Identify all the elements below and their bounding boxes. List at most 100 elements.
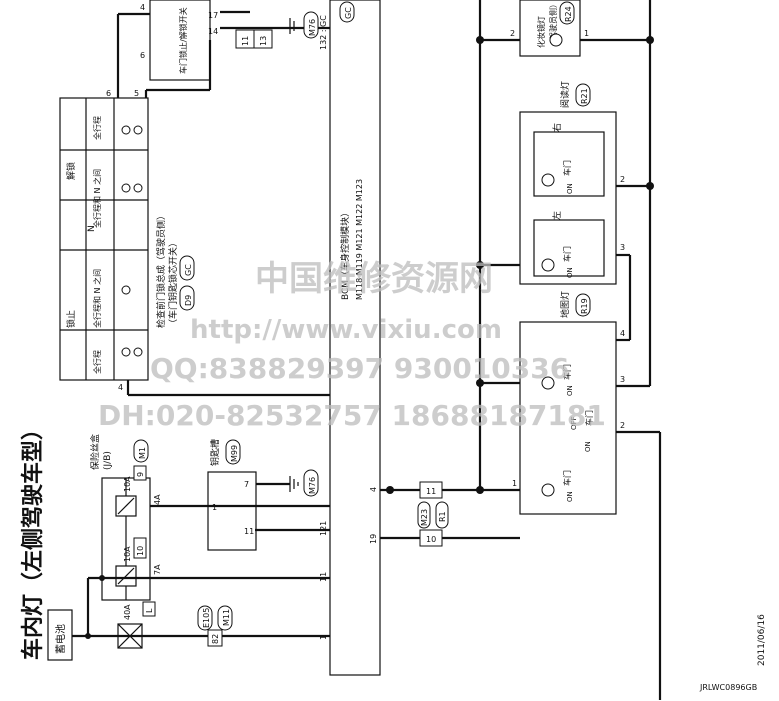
map-on-3: ON bbox=[566, 491, 574, 502]
map-door-2: 车门 bbox=[584, 410, 594, 426]
switch-row-1: 全行程 bbox=[92, 116, 102, 140]
key-slot-label: 钥匙槽 bbox=[209, 439, 221, 466]
fuse-40a-amp: 40A bbox=[123, 604, 132, 620]
bcm-pin-19: 19 bbox=[369, 534, 378, 544]
switch-pin-4: 4 bbox=[118, 383, 123, 392]
reading-right-door: 车门 bbox=[562, 160, 572, 176]
fusible-pin-82: 82 bbox=[211, 634, 220, 644]
door-switch-sub: （车门钥匙锁芯开关） bbox=[167, 238, 179, 328]
fuse-9-amp: 10A bbox=[123, 476, 132, 492]
switch-header-lock: 锁止 bbox=[65, 310, 77, 328]
map-pin-3: 3 bbox=[620, 375, 625, 384]
reading-pin-3: 3 bbox=[620, 243, 625, 252]
bcm-conns: M118 M119 M121 M122 M123 bbox=[355, 179, 364, 300]
key-slot-ground: M76 bbox=[308, 477, 317, 494]
map-pin-4: 4 bbox=[620, 329, 625, 338]
key-slot-pin-7: 7 bbox=[244, 480, 249, 489]
switch-row-3: 全行程和 N 之间 bbox=[92, 269, 102, 328]
door-switch-box bbox=[59, 97, 149, 381]
reading-conn: R21 bbox=[580, 88, 589, 104]
bcm-pin-132: 132 : GC bbox=[319, 15, 328, 50]
fuse-9-num: 9 bbox=[136, 472, 145, 477]
e105-label: E105 bbox=[202, 608, 211, 628]
reading-left-door: 车门 bbox=[562, 246, 572, 262]
diagram-title: 车内灯（左侧驾驶车型） bbox=[20, 418, 46, 660]
map-conn: R19 bbox=[580, 298, 589, 314]
fuse-10-pin: 7A bbox=[153, 564, 162, 575]
du-pin-17: 17 bbox=[208, 11, 218, 20]
vanity-lamp bbox=[519, 0, 581, 57]
door-switch-gc: GC bbox=[184, 264, 193, 276]
diagram-code: JRLWC0896GB bbox=[699, 683, 757, 692]
du-pin-11: 11 bbox=[241, 36, 250, 46]
du-pin-4: 4 bbox=[140, 3, 145, 12]
bcm-pin-1: 1 bbox=[319, 635, 328, 640]
battery-label: 蓄电池 bbox=[54, 624, 67, 654]
key-slot-conn: M99 bbox=[230, 445, 239, 462]
fuse-40a-num: L bbox=[145, 608, 154, 613]
switch-pin-5: 5 bbox=[134, 89, 139, 98]
switch-header-unlock: 解锁 bbox=[65, 162, 77, 180]
map-lamp bbox=[519, 321, 617, 515]
watermark-3: QQ:838829397 930010336 bbox=[150, 352, 569, 385]
watermark-1: 中国维修资源网 bbox=[255, 259, 493, 299]
reading-lamp bbox=[519, 111, 617, 285]
fuse-block-conn-label: M1 bbox=[138, 447, 147, 459]
switch-header-n: N bbox=[87, 225, 97, 232]
bcm-pin-121: 121 bbox=[319, 521, 328, 536]
du-pin-6: 6 bbox=[140, 51, 145, 60]
map-on-2: ON bbox=[584, 441, 592, 452]
watermark-4: DH:020-82532757 18688187181 bbox=[98, 399, 606, 432]
watermark-2: http://www.vixiu.com bbox=[190, 315, 502, 345]
fuse-block-label: 保险丝盒 bbox=[89, 434, 101, 470]
key-slot-pin-1: 1 bbox=[212, 503, 217, 512]
key-slot bbox=[207, 471, 257, 551]
reading-right: 右 bbox=[551, 123, 563, 132]
map-on-1: ON bbox=[566, 385, 574, 396]
fuse-block-sub: (J/B) bbox=[103, 451, 113, 470]
du-ground: M76 bbox=[308, 19, 317, 36]
vanity-label: 化妆镜灯 bbox=[536, 16, 546, 48]
map-door-3: 车门 bbox=[562, 470, 572, 486]
map-door-1: 车门 bbox=[562, 364, 572, 380]
switch-row-4: 全行程 bbox=[92, 350, 102, 374]
vanity-conn: R24 bbox=[564, 6, 573, 22]
harness-m23: M23 bbox=[420, 509, 429, 526]
reading-label: 阅读灯 bbox=[559, 81, 571, 108]
harness-pin-10: 10 bbox=[426, 535, 436, 544]
door-unlock-switch bbox=[149, 0, 211, 81]
fuse-9-pin: 4A bbox=[153, 494, 162, 505]
fuse-block-conn bbox=[133, 439, 149, 463]
switch-pin-6: 6 bbox=[106, 89, 111, 98]
door-switch-conn: D9 bbox=[184, 295, 193, 306]
bcm-pin-4: 4 bbox=[369, 487, 378, 492]
vanity-sub: （驾驶员侧） bbox=[548, 0, 558, 48]
harness-pin-11: 11 bbox=[426, 487, 436, 496]
bcm-box bbox=[329, 0, 381, 676]
map-pin-1: 1 bbox=[512, 479, 517, 488]
harness-r1: R1 bbox=[438, 511, 447, 522]
map-pin-2: 2 bbox=[620, 421, 625, 430]
key-slot-pin-11: 11 bbox=[244, 527, 254, 536]
du-gc: GC bbox=[344, 7, 353, 19]
reading-pin-2: 2 bbox=[620, 175, 625, 184]
reading-right-on: ON bbox=[566, 183, 574, 194]
bcm-pin-11: 11 bbox=[319, 572, 328, 582]
reading-left: 左 bbox=[551, 211, 563, 220]
fuse-10-num: 10 bbox=[136, 546, 145, 556]
door-switch-label: 检查前门锁总成（驾驶员侧） bbox=[155, 211, 167, 328]
reading-left-on: ON bbox=[566, 267, 574, 278]
bcm-label: BCM（车身控制模块） bbox=[339, 208, 351, 300]
vanity-pin-2: 2 bbox=[510, 29, 515, 38]
m11-label: M11 bbox=[222, 609, 231, 626]
map-off: OFF bbox=[570, 416, 578, 430]
diagram-date: 2011/06/16 bbox=[757, 614, 767, 666]
du-pin-14: 14 bbox=[208, 27, 218, 36]
switch-row-2: 全行程和 N 之间 bbox=[92, 169, 102, 228]
fuse-10-amp: 10A bbox=[123, 546, 132, 562]
fuse-40a-l bbox=[117, 623, 143, 649]
du-pin-13: 13 bbox=[259, 36, 268, 46]
vanity-pin-1: 1 bbox=[584, 29, 589, 38]
door-unlock-label: 车门锁止/解锁开关 bbox=[178, 7, 188, 74]
